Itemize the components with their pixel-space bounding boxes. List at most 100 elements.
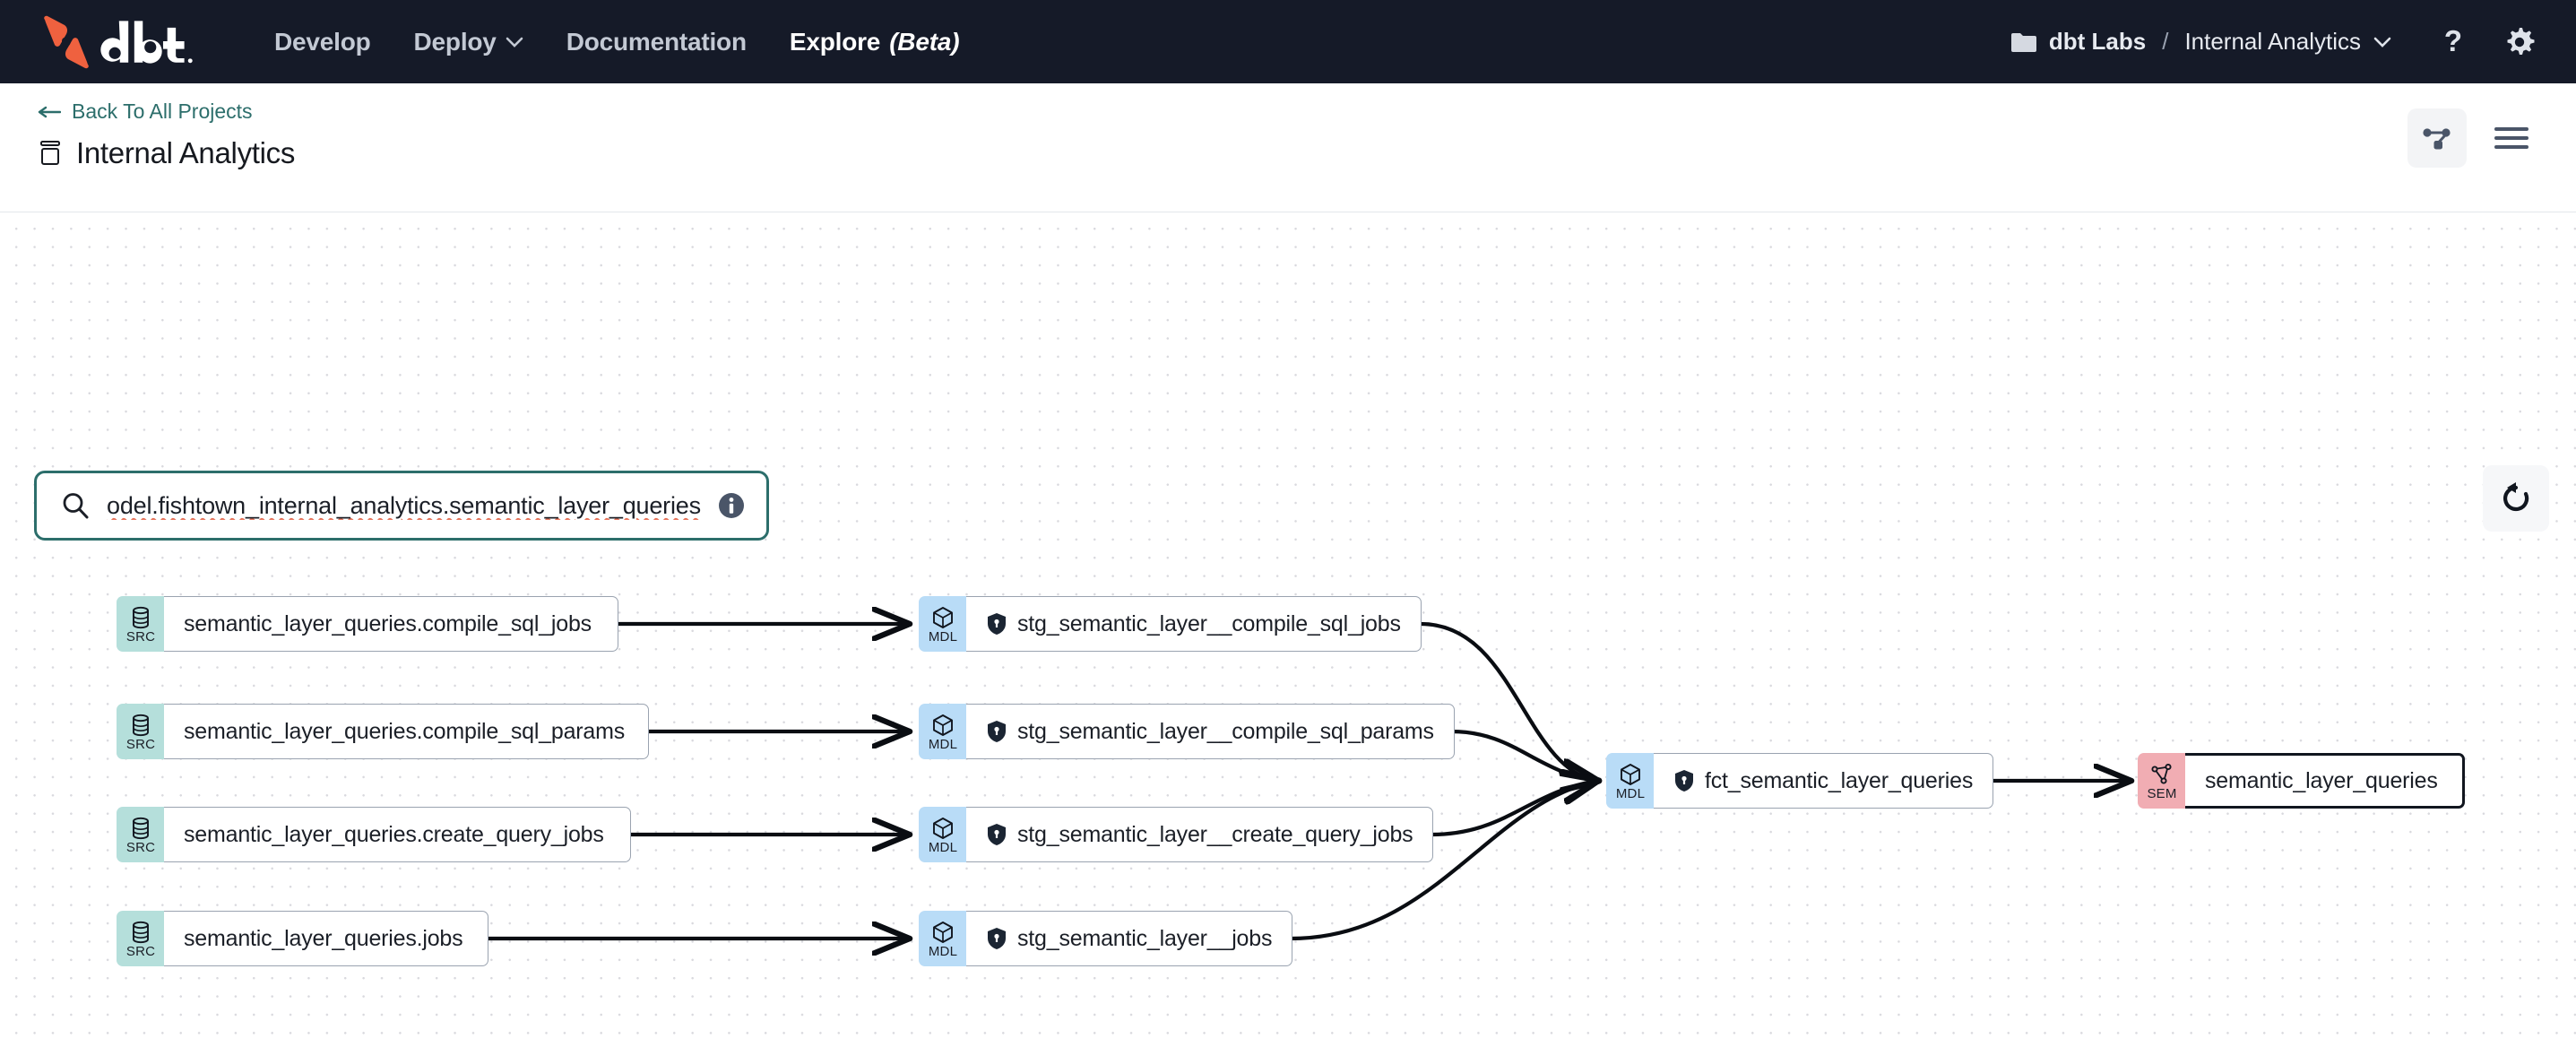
node-type-label: MDL (928, 737, 958, 752)
node-label: semantic_layer_queries.compile_sql_param… (184, 718, 626, 744)
chevron-down-icon (506, 37, 523, 48)
hamburger-menu-icon (2494, 127, 2528, 149)
nav-item-develop-label: Develop (274, 27, 371, 56)
sub-header: Back To All Projects Internal Analytics (0, 83, 2576, 212)
nav-item-explore[interactable]: Explore (Beta) (768, 28, 981, 56)
shield-lock-icon (988, 721, 1006, 742)
node-body: stg_semantic_layer__jobs (966, 911, 1293, 966)
chevron-down-icon[interactable] (2373, 37, 2391, 48)
sub-header-actions (2407, 108, 2537, 168)
node-label: semantic_layer_queries.jobs (184, 925, 463, 951)
lineage-view-button[interactable] (2407, 108, 2467, 168)
lineage-node[interactable]: MDL stg_semantic_layer__jobs (919, 911, 1293, 966)
info-icon[interactable] (716, 490, 747, 521)
node-type-label: SRC (125, 944, 156, 959)
node-label: semantic_layer_queries.compile_sql_jobs (184, 610, 592, 636)
node-type-label: MDL (928, 944, 958, 959)
node-body: semantic_layer_queries.compile_sql_jobs (164, 596, 618, 652)
navbar-right: dbt Labs / Internal Analytics ? (2010, 25, 2537, 59)
lineage-node[interactable]: MDL stg_semantic_layer__create_query_job… (919, 807, 1434, 862)
lineage-canvas[interactable]: odel.fishtown_internal_analytics.semanti… (0, 212, 2576, 1047)
cube-icon (933, 607, 953, 628)
node-label: stg_semantic_layer__jobs (1017, 925, 1273, 951)
node-body: semantic_layer_queries (2185, 753, 2465, 809)
node-body: fct_semantic_layer_queries (1654, 753, 1994, 809)
nav-item-explore-beta-badge: (Beta) (889, 27, 960, 56)
lineage-node[interactable]: SRC semantic_layer_queries.create_query_… (117, 807, 631, 862)
dbt-logo[interactable] (38, 13, 194, 71)
lineage-node[interactable]: SRC semantic_layer_queries.compile_sql_p… (117, 704, 649, 759)
nav-item-deploy-label: Deploy (413, 27, 497, 56)
nav-item-deploy[interactable]: Deploy (393, 28, 545, 56)
node-type-badge-src: SRC (117, 911, 165, 966)
archive-icon (40, 141, 60, 165)
reset-counterclockwise-icon (2503, 482, 2529, 512)
settings-button[interactable] (2503, 26, 2537, 58)
node-search-box[interactable]: odel.fishtown_internal_analytics.semanti… (34, 471, 769, 541)
shield-lock-icon (988, 613, 1006, 635)
node-label: stg_semantic_layer__create_query_jobs (1017, 821, 1413, 847)
node-label: stg_semantic_layer__compile_sql_jobs (1017, 610, 1401, 636)
node-body: stg_semantic_layer__compile_sql_params (966, 704, 1455, 759)
arrow-left-icon (38, 106, 61, 117)
node-type-badge-src: SRC (117, 704, 165, 759)
sub-header-left: Back To All Projects Internal Analytics (38, 100, 295, 170)
search-icon (63, 493, 89, 519)
nav-item-documentation[interactable]: Documentation (545, 28, 768, 56)
dbt-wordmark-icon (100, 20, 193, 64)
nav-item-explore-label: Explore (789, 27, 881, 56)
node-type-badge-mdl: MDL (919, 704, 967, 759)
lineage-node[interactable]: MDL stg_semantic_layer__compile_sql_jobs (919, 596, 1422, 652)
top-navbar: Develop Deploy Documentation Explore (Be… (0, 0, 2576, 83)
back-to-all-projects-link[interactable]: Back To All Projects (38, 100, 295, 124)
search-input[interactable]: odel.fishtown_internal_analytics.semanti… (107, 491, 701, 519)
shield-lock-icon (988, 824, 1006, 845)
help-button[interactable]: ? (2438, 25, 2468, 59)
dbt-x-icon (44, 15, 89, 68)
node-type-badge-mdl: MDL (919, 596, 967, 652)
lineage-node[interactable]: SRC semantic_layer_queries.compile_sql_j… (117, 596, 618, 652)
menu-button[interactable] (2486, 113, 2537, 163)
lineage-graph-icon (2423, 128, 2451, 150)
reset-view-button[interactable] (2483, 465, 2549, 532)
folder-icon (2010, 32, 2036, 52)
node-type-badge-src: SRC (117, 596, 165, 652)
node-label: semantic_layer_queries.create_query_jobs (184, 821, 604, 847)
lineage-node[interactable]: SRC semantic_layer_queries.jobs (117, 911, 488, 966)
lineage-node[interactable]: MDL stg_semantic_layer__compile_sql_para… (919, 704, 1455, 759)
cube-icon (933, 714, 953, 736)
breadcrumb-project[interactable]: Internal Analytics (2184, 28, 2361, 55)
gear-icon (2507, 27, 2535, 55)
node-type-badge-src: SRC (117, 807, 165, 862)
node-label: semantic_layer_queries (2205, 767, 2438, 793)
node-body: stg_semantic_layer__compile_sql_jobs (966, 596, 1422, 652)
node-type-label: SRC (125, 737, 156, 752)
lineage-edges (488, 212, 2576, 1047)
database-icon (133, 817, 149, 840)
semantic-graph-icon (2151, 763, 2172, 784)
node-type-label: SRC (125, 840, 156, 855)
question-mark-icon: ? (2444, 25, 2462, 57)
nav-item-documentation-label: Documentation (566, 27, 747, 56)
primary-nav: Develop Deploy Documentation Explore (Be… (253, 28, 981, 56)
shield-lock-icon (1675, 770, 1693, 792)
shield-lock-icon (988, 928, 1006, 949)
database-icon (133, 714, 149, 737)
node-body: semantic_layer_queries.create_query_jobs (164, 807, 631, 862)
breadcrumb-org[interactable]: dbt Labs (2048, 28, 2147, 55)
edge-stg-jobs-to-fct (1290, 781, 1597, 941)
node-type-label: SEM (2147, 786, 2177, 801)
page-title-row: Internal Analytics (38, 136, 295, 170)
breadcrumb-separator: / (2162, 28, 2169, 55)
node-label: fct_semantic_layer_queries (1705, 767, 1974, 793)
cube-icon (1621, 764, 1640, 785)
lineage-node-selected[interactable]: SEM semantic_layer_queries (2138, 753, 2465, 809)
lineage-node[interactable]: MDL fct_semantic_layer_queries (1606, 753, 1994, 809)
node-type-label: MDL (928, 840, 958, 855)
svg-text:?: ? (2444, 25, 2462, 57)
database-icon (133, 606, 149, 629)
nav-item-develop[interactable]: Develop (253, 28, 393, 56)
node-type-badge-sem: SEM (2138, 753, 2186, 809)
node-type-badge-mdl: MDL (1606, 753, 1655, 809)
cube-icon (933, 922, 953, 943)
